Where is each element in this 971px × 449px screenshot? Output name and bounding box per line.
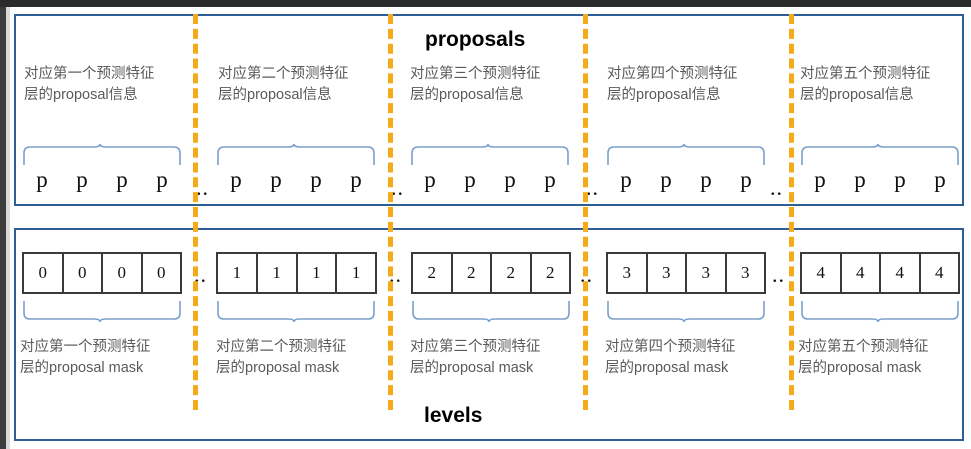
levels-caption-1: 对应第一个预测特征 层的proposal mask (20, 339, 151, 376)
level-cell: 3 (741, 263, 750, 282)
levels-strip-3: 2 2 2 2 (411, 252, 571, 294)
level-cell: 0 (64, 254, 103, 292)
level-cell: 2 (546, 263, 555, 282)
level-cell: 1 (351, 263, 361, 282)
proposals-brace-1 (22, 144, 182, 166)
proposals-title: proposals (425, 28, 526, 51)
levels-caption-5: 对应第五个预测特征 层的proposal mask (798, 339, 929, 376)
proposal-item: p (620, 167, 632, 192)
level-cell: 0 (24, 254, 64, 292)
proposal-item: p (424, 167, 436, 192)
levels-strip-2: 1 1 1 1 (216, 252, 377, 294)
proposal-item: p (270, 167, 282, 192)
proposals-brace-5 (800, 144, 960, 166)
levels-caption-4: 对应第四个预测特征 层的proposal mask (605, 339, 736, 376)
proposal-item: p (544, 167, 556, 192)
level-cell: 3 (648, 254, 687, 292)
proposals-row-5: p p p p (800, 163, 960, 197)
proposals-caption-4: 对应第四个预测特征 层的proposal信息 (607, 66, 738, 103)
proposal-item: p (156, 167, 168, 192)
proposals-caption-2: 对应第二个预测特征 层的proposal信息 (218, 66, 349, 103)
divider-2 (388, 14, 393, 410)
proposal-item: p (76, 167, 88, 192)
level-cell: 0 (157, 263, 166, 282)
proposals-row-2: p p p p (216, 163, 376, 197)
divider-3 (583, 14, 588, 410)
proposals-brace-4 (606, 144, 766, 166)
proposal-item: p (230, 167, 242, 192)
levels-strip-1: 0 0 0 0 (22, 252, 182, 294)
proposals-panel (14, 14, 964, 206)
proposals-row-1: p p p p (22, 163, 182, 197)
proposal-item: p (660, 167, 672, 192)
divider-4 (789, 14, 794, 410)
level-cell: 3 (608, 254, 648, 292)
levels-brace-1 (22, 300, 182, 322)
level-cell: 4 (935, 263, 944, 282)
levels-title: levels (424, 404, 483, 427)
proposals-brace-3 (410, 144, 570, 166)
proposal-item: p (310, 167, 322, 192)
level-cell: 2 (453, 254, 492, 292)
divider-1 (193, 14, 198, 410)
level-cell: 0 (103, 254, 143, 292)
proposal-item: p (504, 167, 516, 192)
level-cell: 2 (492, 254, 532, 292)
proposals-ellipsis-1: .. (196, 175, 209, 200)
levels-brace-5 (800, 300, 960, 322)
level-cell: 1 (258, 254, 298, 292)
proposals-caption-5: 对应第五个预测特征 层的proposal信息 (800, 66, 931, 103)
proposals-caption-3: 对应第三个预测特征 层的proposal信息 (410, 66, 541, 103)
levels-brace-3 (411, 300, 571, 322)
levels-ellipsis-4: .. (772, 262, 785, 287)
proposal-item: p (814, 167, 826, 192)
proposal-item: p (934, 167, 946, 192)
level-cell: 3 (687, 254, 727, 292)
proposal-item: p (116, 167, 128, 192)
proposals-brace-2 (216, 144, 376, 166)
levels-brace-2 (216, 300, 376, 322)
level-cell: 4 (842, 254, 881, 292)
proposals-ellipsis-3: .. (586, 175, 599, 200)
levels-caption-3: 对应第三个预测特征 层的proposal mask (410, 339, 541, 376)
levels-brace-4 (606, 300, 766, 322)
levels-caption-2: 对应第二个预测特征 层的proposal mask (216, 339, 347, 376)
level-cell: 2 (413, 254, 453, 292)
proposal-item: p (464, 167, 476, 192)
proposal-item: p (700, 167, 712, 192)
proposal-item: p (894, 167, 906, 192)
proposals-ellipsis-2: .. (391, 175, 404, 200)
proposal-item: p (854, 167, 866, 192)
window-left-edge (0, 7, 6, 449)
proposal-item: p (740, 167, 752, 192)
proposals-row-3: p p p p (410, 163, 570, 197)
level-cell: 1 (298, 254, 338, 292)
proposals-caption-1: 对应第一个预测特征 层的proposal信息 (24, 66, 155, 103)
window-left-edge-inner (6, 7, 10, 449)
window-chrome-strip (0, 0, 971, 7)
proposals-row-4: p p p p (606, 163, 766, 197)
levels-strip-4: 3 3 3 3 (606, 252, 766, 294)
level-cell: 4 (881, 254, 921, 292)
proposals-ellipsis-4: .. (770, 175, 783, 200)
level-cell: 1 (218, 254, 258, 292)
level-cell: 4 (802, 254, 842, 292)
levels-strip-5: 4 4 4 4 (800, 252, 960, 294)
proposal-item: p (350, 167, 362, 192)
proposal-item: p (36, 167, 48, 192)
